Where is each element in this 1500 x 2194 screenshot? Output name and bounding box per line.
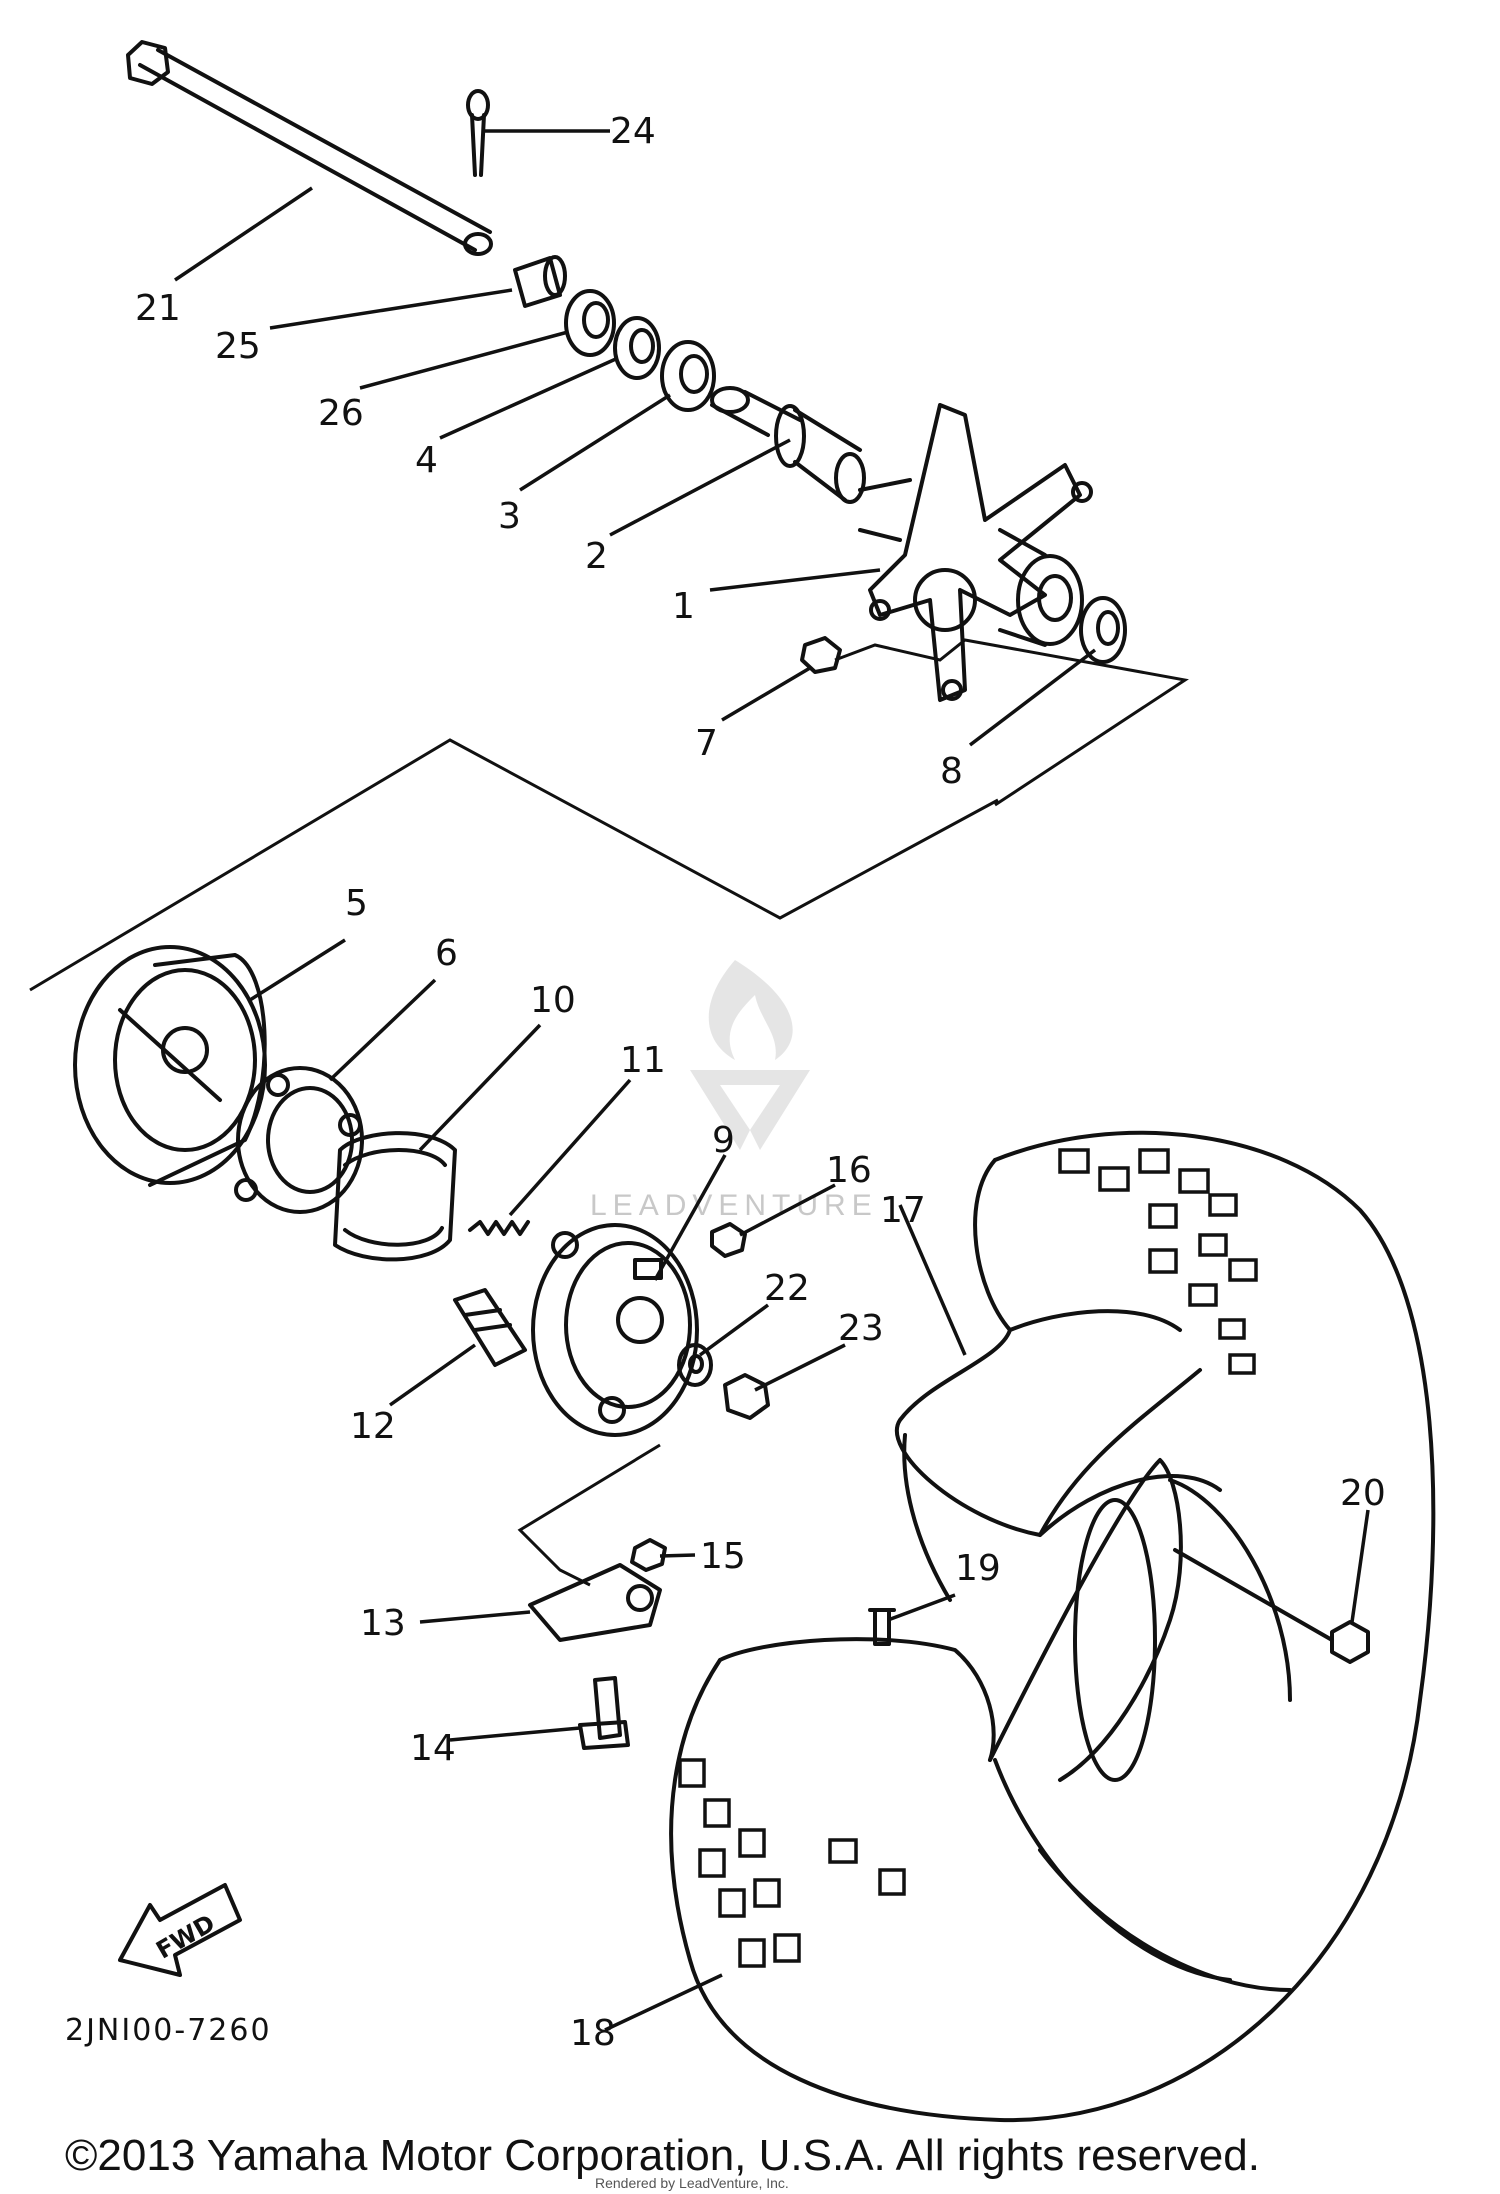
group-line-13	[517, 1443, 661, 1587]
tire-part-17-18	[669, 1130, 1436, 2123]
group-line-5	[29, 738, 999, 992]
leadventure-watermark-logo	[690, 960, 810, 1150]
callout-10: 10	[530, 980, 576, 1021]
nut-part-15	[630, 1538, 667, 1572]
callout-18: 18	[570, 2013, 616, 2054]
bolt-part-14	[578, 1676, 630, 1750]
callout-26: 26	[318, 393, 364, 434]
group-line-7-8	[834, 638, 1189, 807]
spring-part-11	[468, 1220, 530, 1236]
callout-23: 23	[838, 1308, 884, 1349]
wheel-nut-part-20	[1173, 1548, 1370, 1664]
callout-15: 15	[700, 1536, 746, 1577]
callout-4: 4	[415, 440, 438, 481]
brake-shoe-part-10	[333, 1131, 457, 1262]
nut-part-16	[710, 1222, 747, 1258]
hub-part-1	[858, 403, 1093, 702]
leader-lines	[174, 129, 1370, 2032]
fwd-arrow: FWD	[118, 1883, 242, 1977]
callout-21: 21	[135, 288, 181, 329]
callout-17: 17	[880, 1190, 926, 1231]
nut-part-23	[723, 1373, 770, 1420]
callout-22: 22	[764, 1268, 810, 1309]
cotter-pin-part-24	[466, 89, 490, 177]
plate-part-6	[234, 1066, 364, 1214]
callout-1: 1	[672, 586, 695, 627]
callout-2: 2	[585, 536, 608, 577]
cam-part-12	[453, 1288, 527, 1367]
valve-part-19	[868, 1608, 896, 1646]
callout-labels: 24 21 25 26 4 3 2 1 7 8 5 6 10 11 9 16 1…	[135, 111, 1386, 2054]
callout-20: 20	[1340, 1473, 1386, 1514]
callout-12: 12	[350, 1406, 396, 1447]
tire-tread-blocks	[678, 1148, 1258, 1968]
callout-3: 3	[498, 496, 521, 537]
spacer-part-25	[513, 255, 567, 308]
callout-16: 16	[826, 1150, 872, 1191]
collar-part-2	[710, 386, 866, 504]
callout-24: 24	[610, 111, 656, 152]
callout-7: 7	[695, 723, 718, 764]
bearing-part-3	[660, 340, 716, 412]
watermark-text: LEADVENTURE	[590, 1189, 878, 1222]
brake-plate-part-9	[531, 1223, 699, 1437]
lever-part-13	[528, 1563, 662, 1642]
callout-9: 9	[712, 1120, 735, 1161]
callout-11: 11	[620, 1040, 666, 1081]
callout-14: 14	[410, 1728, 456, 1769]
callout-8: 8	[940, 751, 963, 792]
render-credit: Rendered by LeadVenture, Inc.	[595, 2175, 789, 2191]
bearing-part-26	[564, 289, 616, 357]
callout-13: 13	[360, 1603, 406, 1644]
washer-part-22	[677, 1343, 713, 1387]
nut-part-7	[800, 636, 842, 674]
callout-6: 6	[435, 933, 458, 974]
callout-25: 25	[215, 326, 261, 367]
callout-19: 19	[955, 1548, 1001, 1589]
diagram-code: 2JNI00-7260	[65, 2013, 272, 2048]
brake-drum-part-5	[73, 945, 267, 1187]
bearing-part-4	[613, 316, 661, 380]
oil-seal-part-8	[1079, 596, 1127, 664]
callout-5: 5	[345, 883, 368, 924]
axle-part-21	[126, 40, 493, 256]
copyright-notice: ©2013 Yamaha Motor Corporation, U.S.A. A…	[65, 2131, 1260, 2180]
